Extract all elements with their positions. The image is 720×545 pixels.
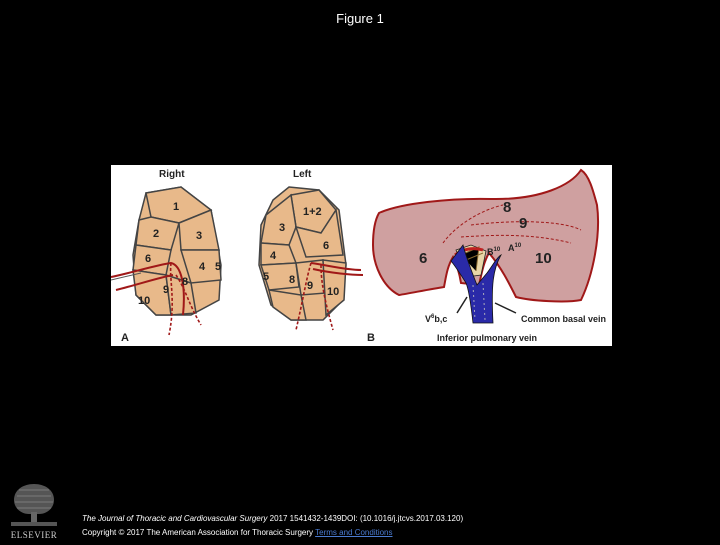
figure-image: 1 2 3 4 5 6 8 9 10 Right 1+2 3 4 [111, 165, 612, 346]
right-segment-10: 10 [138, 295, 150, 307]
right-lung-title: Right [159, 169, 185, 180]
copyright-line: Copyright © 2017 The American Associatio… [82, 528, 393, 537]
right-segment-4: 4 [199, 261, 206, 273]
left-segment-8: 8 [289, 274, 295, 286]
left-segment-10: 10 [327, 286, 339, 298]
right-segment-8: 8 [182, 276, 188, 288]
left-segment-6: 6 [323, 240, 329, 252]
right-lung-diagram: 1 2 3 4 5 6 8 9 10 Right [111, 169, 222, 336]
left-segment-9: 9 [307, 280, 313, 292]
left-lung-diagram: 1+2 3 4 5 6 8 9 10 Left [258, 169, 364, 331]
journal-name: The Journal of Thoracic and Cardiovascul… [82, 514, 268, 523]
right-segment-5: 5 [215, 261, 221, 273]
right-segment-1: 1 [173, 201, 179, 213]
left-segment-5: 5 [263, 271, 269, 283]
right-segment-6: 6 [145, 253, 151, 265]
right-segment-3: 3 [196, 230, 202, 242]
segment-6: 6 [419, 250, 427, 267]
right-segment-2: 2 [153, 228, 159, 240]
terms-link[interactable]: Terms and Conditions [315, 528, 393, 537]
segment-9: 9 [519, 215, 527, 232]
vein-v6bc-label: V6b,c [425, 314, 447, 324]
elsevier-logo: ELSEVIER [5, 478, 63, 540]
bronchus-b10-label: B10 [487, 247, 501, 257]
left-lung-title: Left [293, 169, 312, 180]
left-segment-4: 4 [270, 250, 277, 262]
segment-10: 10 [535, 250, 552, 267]
lower-lobe-diagram: 8 9 6 10 B10 A10 V6b,c Common basal vein… [371, 168, 606, 343]
right-segment-9: 9 [163, 284, 169, 296]
panel-a-label: A [121, 332, 129, 344]
common-basal-vein-label: Common basal vein [521, 314, 606, 324]
citation-details: 2017 1541432-1439DOI: (10.1016/j.jtcvs.2… [267, 514, 464, 523]
left-segment-3: 3 [279, 222, 285, 234]
panel-b-label: B [367, 332, 375, 344]
inferior-pulmonary-vein-label: Inferior pulmonary vein [437, 333, 537, 343]
left-segment-1-2: 1+2 [303, 206, 322, 218]
citation-line: The Journal of Thoracic and Cardiovascul… [82, 514, 463, 523]
publisher-name: ELSEVIER [10, 530, 58, 540]
artery-a10-label: A10 [508, 243, 522, 253]
figure-title: Figure 1 [336, 11, 384, 26]
segment-8: 8 [503, 199, 511, 216]
copyright-text: Copyright © 2017 The American Associatio… [82, 528, 314, 537]
